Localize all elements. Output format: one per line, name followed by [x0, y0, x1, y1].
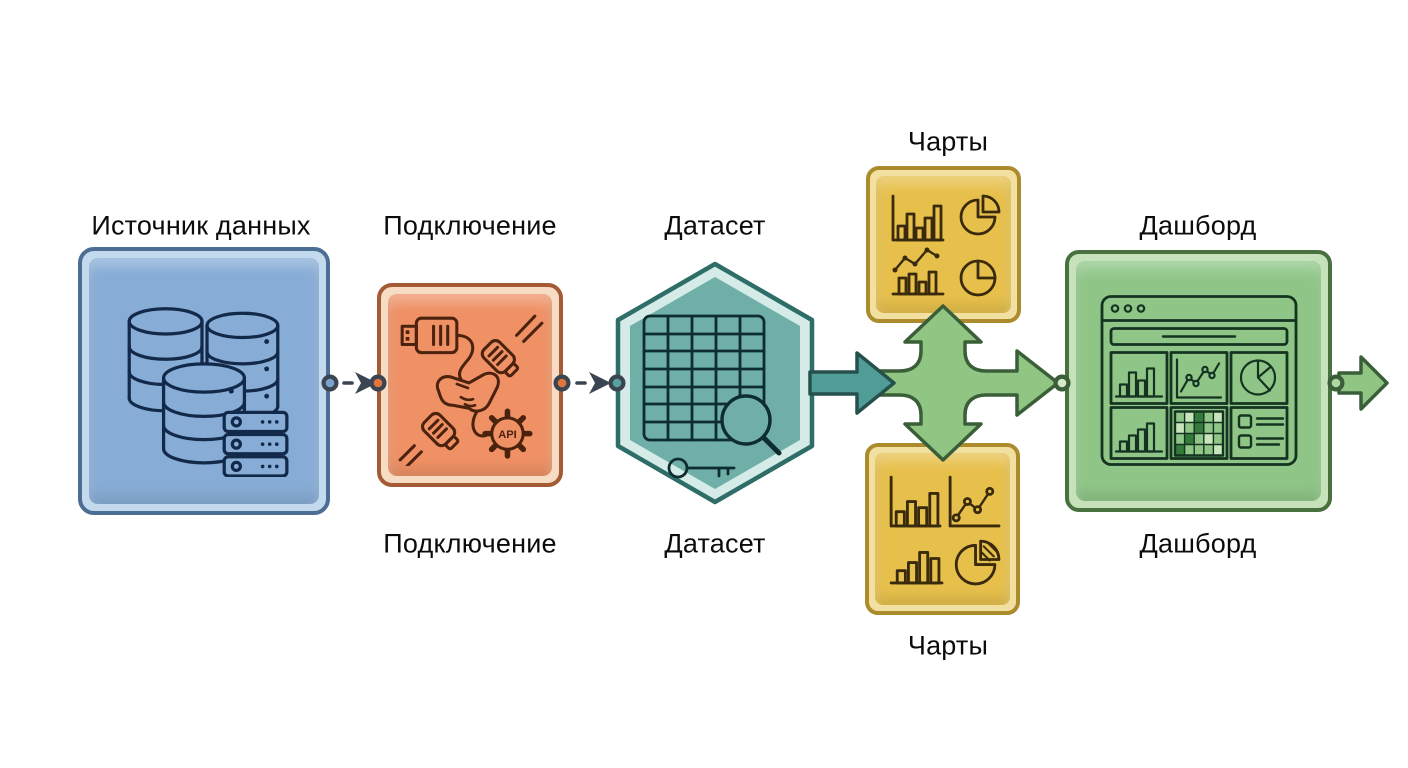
database-stack-icon [127, 307, 289, 477]
label-dashboard-top: Дашборд [1139, 210, 1257, 241]
node-data-source [78, 247, 330, 515]
pie-chart-icon [1239, 359, 1276, 396]
node-dashboard [1065, 250, 1332, 512]
label-charts-top: Чарты [907, 126, 989, 157]
node-dataset [600, 260, 830, 506]
label-source: Источник данных [91, 210, 311, 241]
api-badge: API [498, 429, 517, 441]
bar-chart-icon [889, 475, 941, 528]
bar-chart-icon [891, 194, 944, 241]
pie-chart-icon [959, 194, 1000, 235]
combo-chart-icon [891, 247, 944, 295]
line-chart-icon [1175, 358, 1222, 399]
mini-charts-icon [891, 194, 1000, 296]
bar-chart-icon [1114, 367, 1163, 398]
node-charts-bottom [865, 443, 1020, 615]
dashboard-out-arrow [1337, 355, 1389, 411]
node-charts-top [866, 166, 1021, 323]
label-connection-top: Подключение [383, 210, 557, 241]
edge-source-connection [321, 372, 387, 394]
label-dashboard-bottom: Дашборд [1139, 528, 1257, 559]
mini-charts-icon [889, 475, 1000, 586]
line-chart-icon [948, 475, 1000, 528]
label-dataset-bottom: Датасет [664, 528, 766, 559]
node-connection: API [377, 283, 563, 487]
pie-chart-icon [959, 259, 996, 296]
window-controls-icon [1110, 304, 1145, 313]
label-dataset-top: Датасет [664, 210, 766, 241]
legend-list-icon [1237, 414, 1284, 449]
heatmap-icon [1173, 410, 1224, 457]
plugs-handshake-api-icon: API [398, 314, 544, 466]
pie-chart-hatched-icon [954, 539, 1000, 586]
dashboard-window-icon [1100, 295, 1297, 466]
label-charts-bottom: Чарты [907, 630, 989, 661]
label-connection-bottom: Подключение [383, 528, 557, 559]
table-magnifier-key-icon [615, 261, 815, 505]
fork-arrow [866, 304, 1060, 462]
bar-chart-icon [889, 550, 943, 585]
bar-chart-icon [1114, 422, 1163, 453]
